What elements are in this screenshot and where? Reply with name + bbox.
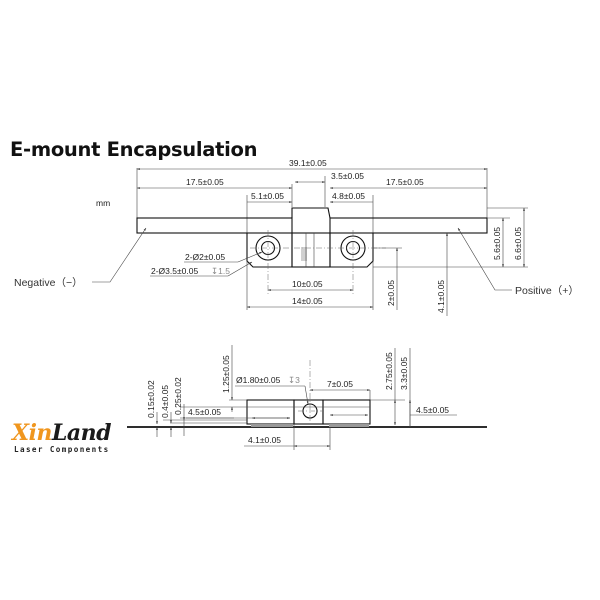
right-pad (329, 232, 374, 268)
dim-hole-spacing: 10±0.05 (292, 279, 323, 289)
right-solder-pad (329, 424, 369, 427)
side-center-block (293, 399, 324, 425)
dim-tab-height: 4.1±0.05 (436, 280, 446, 313)
positive-label: Positive（+） (515, 285, 579, 297)
dim-side-hole-depth: ↧3 (288, 375, 300, 385)
coil-icon (301, 247, 307, 261)
dim-0-4: 0.4±0.05 (160, 385, 170, 418)
dim-center-block: 3.5±0.05 (331, 171, 364, 181)
dim-height-6-6: 6.6±0.05 (513, 227, 523, 260)
dim-overall-length: 39.1±0.05 (289, 158, 327, 168)
dim-2-75: 2.75±0.05 (384, 352, 394, 390)
dim-base-width: 14±0.05 (292, 296, 323, 306)
dim-right-tab: 17.5±0.05 (386, 177, 424, 187)
side-right-block (322, 399, 371, 425)
dim-7: 7±0.05 (327, 379, 353, 389)
left-solder-pad (251, 424, 293, 427)
side-left-block (246, 399, 295, 425)
xinland-logo: XinLand (12, 420, 112, 446)
positive-tab (329, 217, 488, 234)
dim-right-4-5: 4.5±0.05 (416, 405, 449, 415)
dim-hole-height: 2±0.05 (386, 280, 396, 306)
logo-tagline: Laser Components (14, 445, 110, 454)
dim-left-4-5: 4.5±0.05 (188, 407, 221, 417)
dim-bottom-4-1: 4.1±0.05 (248, 435, 281, 445)
dim-0-25: 0.25±0.02 (173, 377, 183, 415)
side-view: 0.15±0.02 0.4±0.05 0.25±0.02 4.5±0.05 1.… (127, 345, 487, 450)
dim-3-3: 3.3±0.05 (399, 357, 409, 390)
units-label: mm (96, 198, 110, 208)
dim-left-tab: 17.5±0.05 (186, 177, 224, 187)
negative-label: Negative（−） (14, 277, 83, 289)
logo-part-2: Land (51, 420, 112, 446)
dim-left-offset: 5.1±0.05 (251, 191, 284, 201)
center-block-top (291, 207, 331, 219)
center-block (291, 232, 331, 268)
dim-side-hole: Ø1.80±0.05 (236, 375, 281, 385)
logo-part-1: Xin (12, 420, 52, 446)
page-title: E-mount Encapsulation (10, 138, 258, 161)
negative-tab (136, 217, 293, 234)
dim-1-25: 1.25±0.05 (221, 355, 231, 393)
dim-hole-small: 2-Ø2±0.05 (185, 252, 225, 262)
left-pad (246, 232, 293, 268)
top-view: mm 39.1±0.05 17.5±0.05 3.5±0.05 17.5±0.0… (14, 158, 579, 316)
dim-height-5-6: 5.6±0.05 (492, 227, 502, 260)
dim-hole-depth: ↧1.5 (211, 266, 230, 276)
dim-right-offset: 4.8±0.05 (332, 191, 365, 201)
dim-hole-large: 2-Ø3.5±0.05 (151, 266, 198, 276)
dim-0-15: 0.15±0.02 (146, 380, 156, 418)
